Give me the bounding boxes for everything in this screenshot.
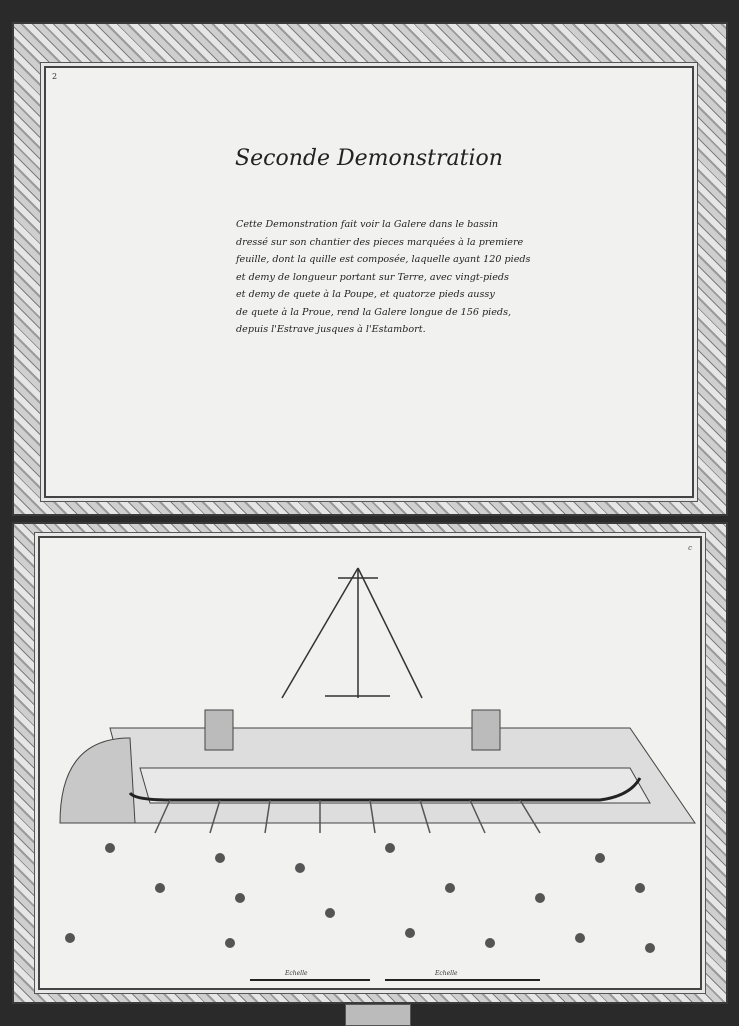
page-number: 2 [52,72,58,81]
book-clasp [345,1004,411,1026]
illustration-page: c [38,536,702,990]
galley-keel [128,777,642,802]
text-line: et demy de longueur portant sur Terre, a… [236,271,509,283]
scale-label: Echelle [285,970,308,977]
dock-basin [109,709,696,824]
text-line: Cette Demonstration fait voir la Galere … [236,219,499,230]
curved-timbers [59,737,136,824]
text-line: dressé sur son chantier des pieces marqu… [236,236,524,248]
scale-label: Echelle [435,970,458,977]
text-line: de quete à la Proue, rend la Galere long… [236,306,512,318]
top-page-frame: 2 Seconde Demonstration Cette Demonstrat… [12,22,728,516]
text-line: feuille, dont la quille est composée, la… [236,254,531,265]
shipyard-illustration [59,567,696,981]
text-line: et demy de quete à la Poupe, et quatorze… [236,289,495,300]
text-line: depuis l'Estrave jusques à l'Estambort. [236,324,426,335]
workers-and-timber [65,843,655,953]
hoist-tripod [281,567,423,699]
text-page: 2 Seconde Demonstration Cette Demonstrat… [44,66,694,498]
bottom-page-frame: c [12,522,728,1004]
plate-letter: c [688,544,692,552]
body-text: Cette Demonstration fait voir la Galere … [236,216,536,339]
page-title: Seconde Demonstration [235,146,503,171]
keel-blocks [154,799,541,834]
